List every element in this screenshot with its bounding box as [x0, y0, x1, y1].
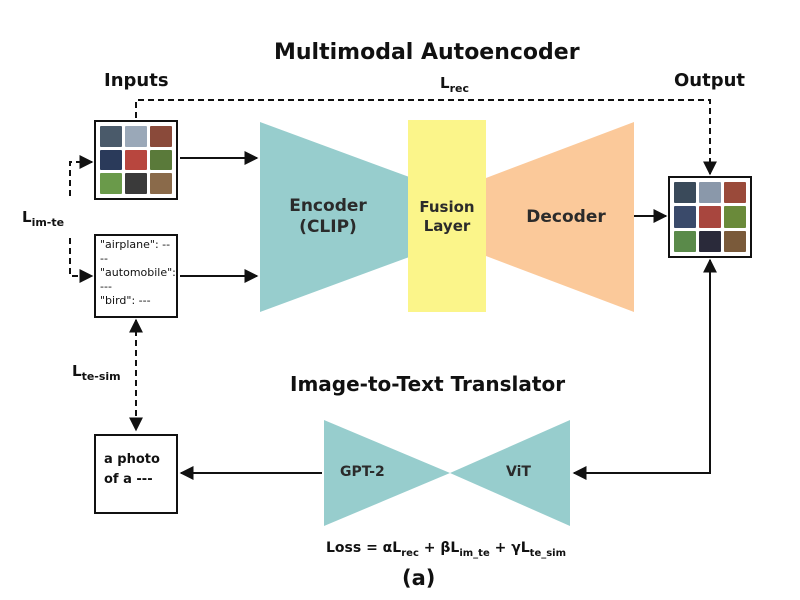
im-te-loss-connector-bottom — [69, 238, 94, 283]
thumbnail-image — [150, 126, 172, 147]
rec-loss-label: Lrec — [440, 74, 469, 95]
output-image-grid — [668, 176, 752, 258]
thumbnail-image — [674, 182, 696, 204]
vit-shape — [450, 420, 570, 526]
diagram-title: Multimodal Autoencoder — [274, 40, 580, 65]
thumbnail-image — [100, 126, 122, 147]
gpt2-label: GPT-2 — [340, 464, 385, 480]
encoder-label: Encoder (CLIP) — [289, 196, 367, 237]
thumbnail-image — [724, 182, 746, 204]
figure-label: (a) — [402, 566, 436, 590]
gpt2-shape — [324, 420, 450, 526]
rec-loss-connector — [135, 99, 717, 176]
thumbnail-image — [724, 206, 746, 228]
fusion-label: Fusion Layer — [419, 198, 475, 235]
im-te-loss-label: Lim-te — [22, 208, 65, 229]
caption-line: of a --- — [104, 472, 153, 487]
text-input-line: "bird": --- — [100, 294, 151, 307]
decoder-label: Decoder — [526, 207, 606, 227]
thumbnail-image — [125, 126, 147, 147]
thumbnail-image — [674, 206, 696, 228]
caption-box: a photo of a --- — [94, 434, 178, 514]
thumbnail-image — [699, 230, 721, 252]
im-te-loss-connector-top — [69, 155, 94, 198]
text-input-line: "automobile": — [100, 266, 176, 279]
thumbnail-image — [699, 182, 721, 204]
inputs-label: Inputs — [104, 70, 169, 91]
thumbnail-image — [100, 173, 122, 194]
translator-title: Image-to-Text Translator — [290, 372, 566, 396]
loss-equation: Loss = αLrec + βLim_te + γLte_sim — [326, 540, 567, 559]
thumbnail-image — [150, 173, 172, 194]
thumbnail-image — [150, 149, 172, 171]
output-label: Output — [674, 70, 746, 91]
encoder-shape — [260, 122, 412, 312]
thumbnail-image — [125, 173, 147, 194]
vit-label: ViT — [506, 464, 531, 480]
thumbnail-image — [724, 230, 746, 252]
caption-line: a photo — [104, 452, 160, 467]
fusion-layer-shape — [408, 120, 486, 312]
thumbnail-image — [125, 149, 147, 171]
input-image-grid — [94, 120, 178, 200]
thumbnail-image — [100, 149, 122, 171]
text-input-box: "airplane": ---- "automobile": --- "bird… — [94, 234, 178, 318]
text-input-line: --- — [100, 280, 112, 293]
thumbnail-image — [674, 230, 696, 252]
text-input-line: "airplane": ---- — [100, 238, 171, 265]
output-to-vit-arrow — [572, 258, 717, 480]
thumbnail-image — [699, 206, 721, 228]
te-sim-loss-label: Lte-sim — [72, 362, 121, 383]
